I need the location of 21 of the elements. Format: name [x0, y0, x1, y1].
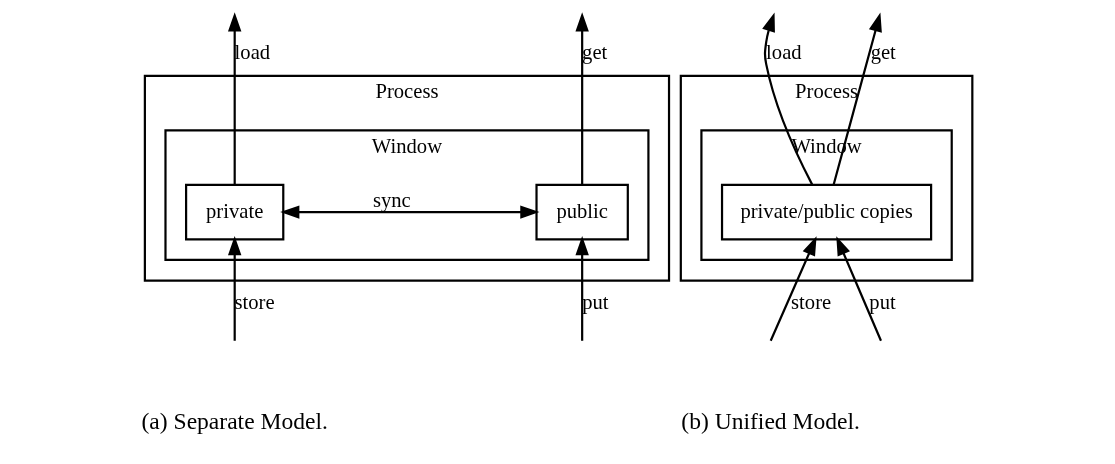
node-box: private/public copies: [720, 183, 933, 241]
arrow: [575, 12, 589, 185]
arrow: [836, 236, 882, 342]
arrow: [228, 12, 242, 185]
edge-label: put: [582, 290, 609, 313]
arrow: [228, 236, 242, 341]
arrow: [762, 12, 814, 186]
arrow: [575, 236, 589, 341]
edge-label: get: [870, 40, 896, 63]
edge-label: put: [869, 290, 896, 313]
edge-label: store: [791, 290, 832, 313]
node-box: private: [185, 183, 285, 241]
edge-label: load: [766, 40, 802, 63]
arrow: [769, 236, 817, 342]
label: (a) Separate Model.: [141, 408, 328, 434]
edge-label: sync: [372, 188, 411, 211]
label: (b) Unified Model.: [681, 408, 860, 434]
arrow: [280, 205, 540, 219]
arrow: [832, 12, 882, 185]
edge-label: get: [582, 40, 608, 63]
node-box: public: [535, 183, 629, 241]
